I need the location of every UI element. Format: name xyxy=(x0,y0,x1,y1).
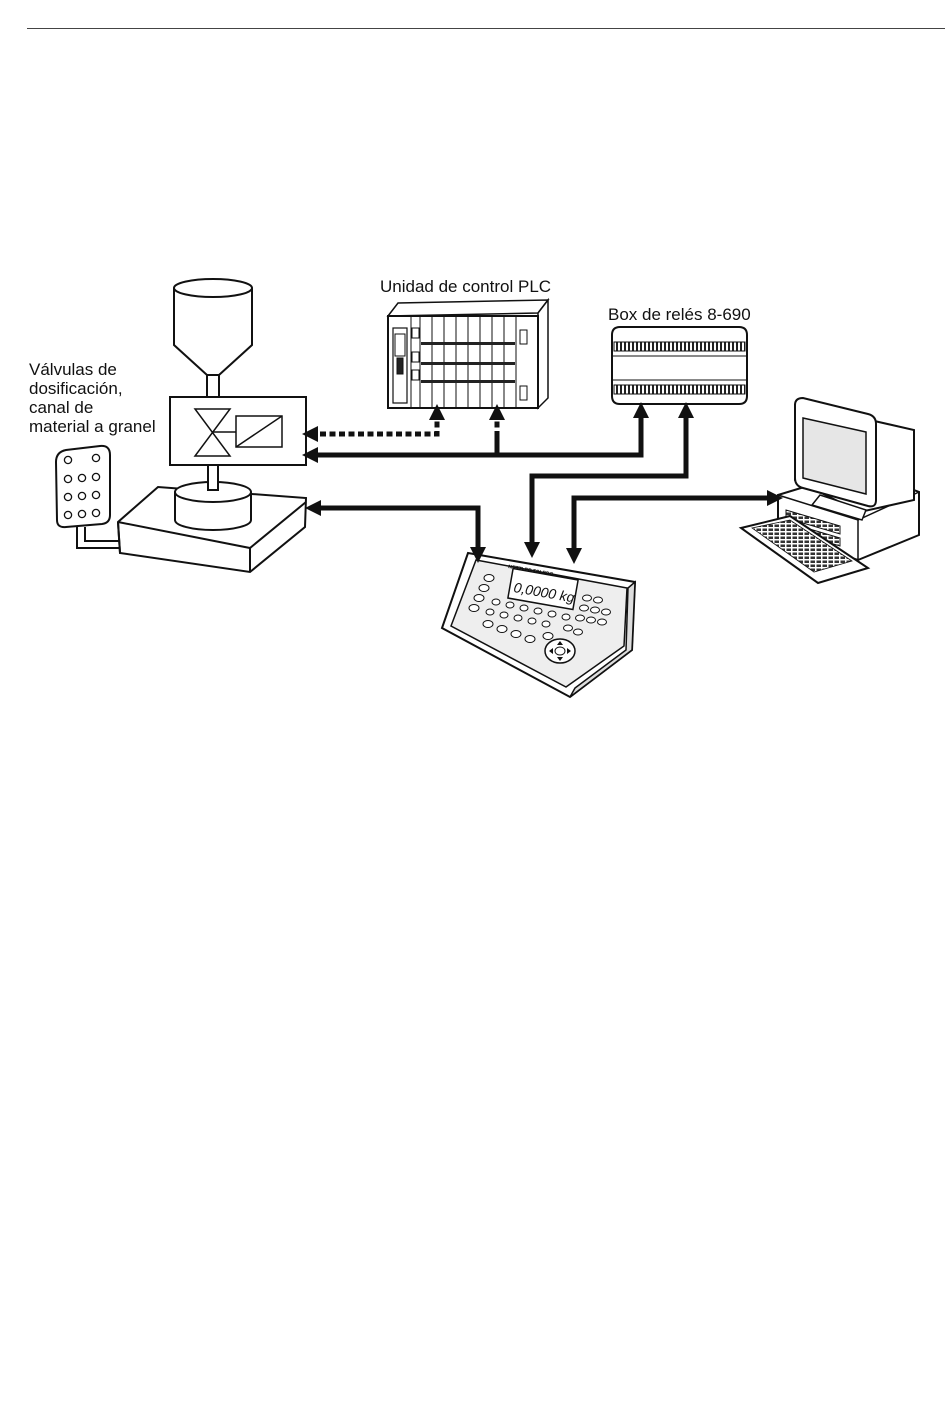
terminal-to-scale-connection xyxy=(313,508,478,555)
weighing-terminal: 0,0000 kg METTLER TOLEDO xyxy=(442,553,635,697)
relay-box-label: Box de relés 8-690 xyxy=(608,305,751,324)
pc-icon xyxy=(741,398,919,583)
valve-unit xyxy=(170,397,306,465)
floor-scale xyxy=(118,482,306,572)
valves-label: Válvulas de dosificación, canal de mater… xyxy=(29,360,156,436)
valves-label-line-3: canal de xyxy=(29,398,93,417)
terminal-to-relay-connection xyxy=(532,410,686,550)
plc-to-valve-connection xyxy=(310,412,437,434)
valves-label-line-1: Válvulas de xyxy=(29,360,117,379)
valves-label-line-4: material a granel xyxy=(29,417,156,436)
connections xyxy=(310,410,775,556)
plc-icon xyxy=(388,300,548,408)
navigation-pad xyxy=(545,639,575,663)
pipe-to-container xyxy=(208,465,218,490)
hopper-icon xyxy=(174,279,252,397)
plc-label: Unidad de control PLC xyxy=(380,277,551,296)
keypad-icon xyxy=(56,446,120,548)
relay-box-icon xyxy=(612,327,747,404)
valves-label-line-2: dosificación, xyxy=(29,379,123,398)
